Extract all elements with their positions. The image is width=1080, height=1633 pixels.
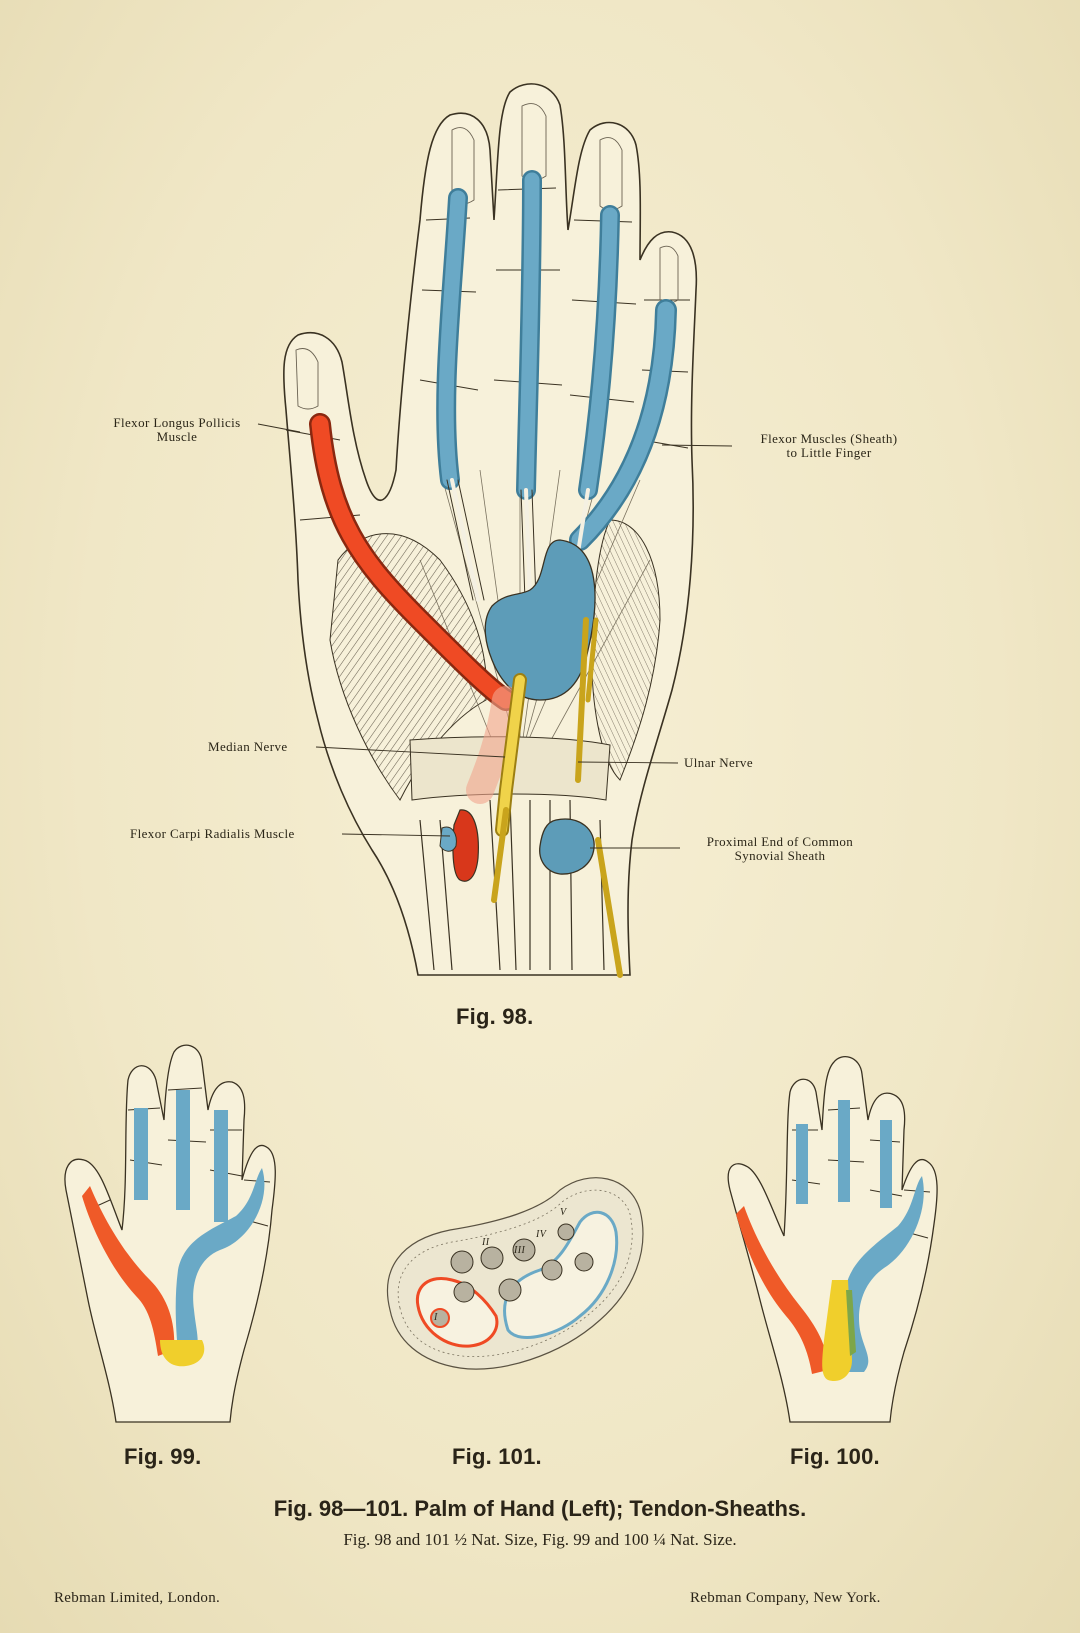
fig101-mark-v: V [560, 1207, 567, 1218]
fig100-sheaths [796, 1100, 892, 1208]
fig101-tendon-6 [498, 1278, 522, 1302]
fig98-nerves [491, 617, 623, 978]
fig99-common-sheath [175, 1168, 265, 1354]
caption-fig100: Fig. 100. [790, 1444, 880, 1469]
label-flexor-longus-pollicis: Flexor Longus Pollicis Muscle [92, 416, 262, 444]
fig98-blue-sheaths [436, 170, 677, 602]
sheath-index-fill [438, 190, 466, 488]
sheath-little-fill [571, 301, 675, 549]
fig101-tendon-3 [512, 1238, 536, 1262]
fig99-hand [64, 1044, 276, 1423]
caption-fig101: Fig. 101. [452, 1444, 542, 1469]
label-flexor-carpi-radialis: Flexor Carpi Radialis Muscle [130, 826, 295, 841]
fig101-tendon-4 [541, 1259, 563, 1281]
fig99-sheaths [134, 1090, 228, 1222]
sheath-middle-fill [518, 172, 540, 498]
ulnar-nerve-lower [595, 837, 623, 978]
fig100-hand [727, 1056, 938, 1423]
fig101-mark-i: I [434, 1312, 438, 1323]
label-flexor-muscles-sheath-line1: Flexor Muscles (Sheath) [760, 431, 898, 446]
fig101-tendon-2 [480, 1246, 504, 1270]
fig98-red-sheath [311, 415, 515, 709]
label-flexor-longus-pollicis-line1: Flexor Longus Pollicis [113, 415, 241, 430]
fig98-sheath-proximal [539, 818, 595, 875]
fig100-sheath-3 [880, 1120, 892, 1208]
plate-subtitle: Fig. 98 and 101 ½ Nat. Size, Fig. 99 and… [343, 1530, 737, 1549]
median-nerve-distal [491, 807, 509, 903]
fig101-tendon-7 [557, 1223, 575, 1241]
label-ulnar-nerve: Ulnar Nerve [684, 755, 754, 770]
plate-title: Fig. 98—101. Palm of Hand (Left); Tendon… [273, 1496, 807, 1521]
fig98-red-sheath-pale [466, 686, 520, 804]
fig100-green-edge [846, 1290, 856, 1356]
sheath-ring-fill [580, 207, 618, 498]
ulnar-nerve-upper2 [585, 617, 599, 703]
caption-fig99: Fig. 99. [124, 1444, 202, 1469]
fig100-red-sheath [736, 1206, 828, 1374]
label-proximal-end: Proximal End of Common Synovial Sheath [680, 835, 880, 863]
fig101-tendon-1 [450, 1250, 474, 1274]
fig101-red-bursa [415, 1277, 499, 1348]
fig101-mark-iii: III [514, 1245, 526, 1256]
fig98-tendon-slivers-outline [446, 479, 537, 601]
fig100-sheath-2 [838, 1100, 850, 1202]
label-flexor-muscles-sheath-line2: to Little Finger [786, 445, 872, 460]
label-proximal-end-line1: Proximal End of Common [706, 834, 854, 849]
label-flexor-longus-pollicis-line2: Muscle [156, 429, 198, 444]
fig99-sheath-1 [134, 1108, 148, 1200]
fig98-flexor-carpi-radialis-blue [439, 826, 457, 852]
ulnar-nerve-upper [575, 617, 589, 783]
fig101-outer-fascia-hatch [397, 1189, 633, 1357]
fig101-tendon-circles [450, 1223, 594, 1303]
fig101-tendon-8 [574, 1252, 594, 1272]
label-proximal-end-line2: Synovial Sheath [734, 848, 826, 863]
label-flexor-muscles-sheath: Flexor Muscles (Sheath) to Little Finger [734, 432, 924, 460]
fig98-red-proximal [452, 809, 479, 882]
fig100-yellow-nerve [822, 1280, 852, 1382]
fig101-mark-iv: IV [536, 1229, 547, 1240]
fig99-yellow-overlap [160, 1340, 205, 1367]
fig98-thenar-muscle [329, 533, 488, 801]
fig100-sheath-1 [796, 1124, 808, 1204]
label-median-nerve: Median Nerve [208, 739, 288, 754]
fig98-common-synovial-sheath [484, 539, 596, 701]
fig100-common-sheath [843, 1176, 924, 1372]
fig101-fpl-tendon [430, 1308, 450, 1328]
fig98-bone-outlines [295, 103, 679, 410]
publisher-right: Rebman Company, New York. [690, 1590, 881, 1606]
fig101-section [386, 1177, 644, 1370]
fig99-sheath-2 [176, 1090, 190, 1210]
caption-fig98: Fig. 98. [456, 1004, 534, 1029]
fig99-red-sheath [82, 1186, 175, 1356]
fig98-leader-lines [257, 423, 733, 849]
fig99-sheath-3 [214, 1110, 228, 1222]
fig101-tendon-5 [453, 1281, 475, 1303]
fig101-mark-ii: II [482, 1237, 490, 1248]
publisher-left: Rebman Limited, London. [54, 1590, 221, 1606]
